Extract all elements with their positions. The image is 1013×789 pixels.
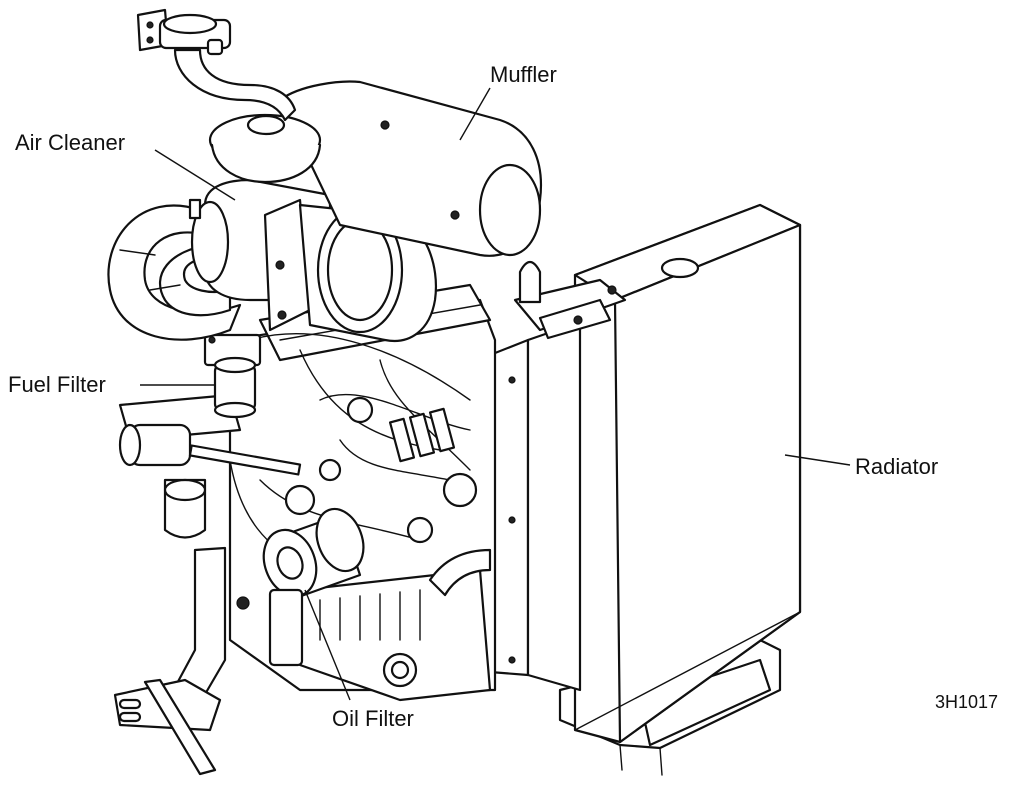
radiator-leader [784,454,851,466]
fuel-filter-label: Fuel Filter [8,372,106,397]
exhaust-pipe [136,8,297,122]
muffler-part [278,80,542,257]
radiator-label: Radiator [855,454,939,479]
fuel-filter-part [203,333,262,419]
oil-filter-label: Oil Filter [332,706,414,731]
figure-code: 3H1017 [935,692,999,712]
muffler-label: Muffler [490,62,557,87]
mounting-leg [113,546,250,776]
air-cleaner-part [188,178,437,343]
front-bracket [118,393,302,539]
intake-pipe [107,204,242,341]
oil-filter-leader [304,589,351,701]
leader-lines [140,87,851,701]
radiator-body [488,203,802,744]
oil-filter-part [262,507,365,667]
air-cleaner-label: Air Cleaner [15,130,126,155]
radiator-bracket [513,260,627,340]
rain-cap [208,113,322,184]
air-cleaner-leader [154,149,236,201]
muffler-leader [459,87,491,141]
